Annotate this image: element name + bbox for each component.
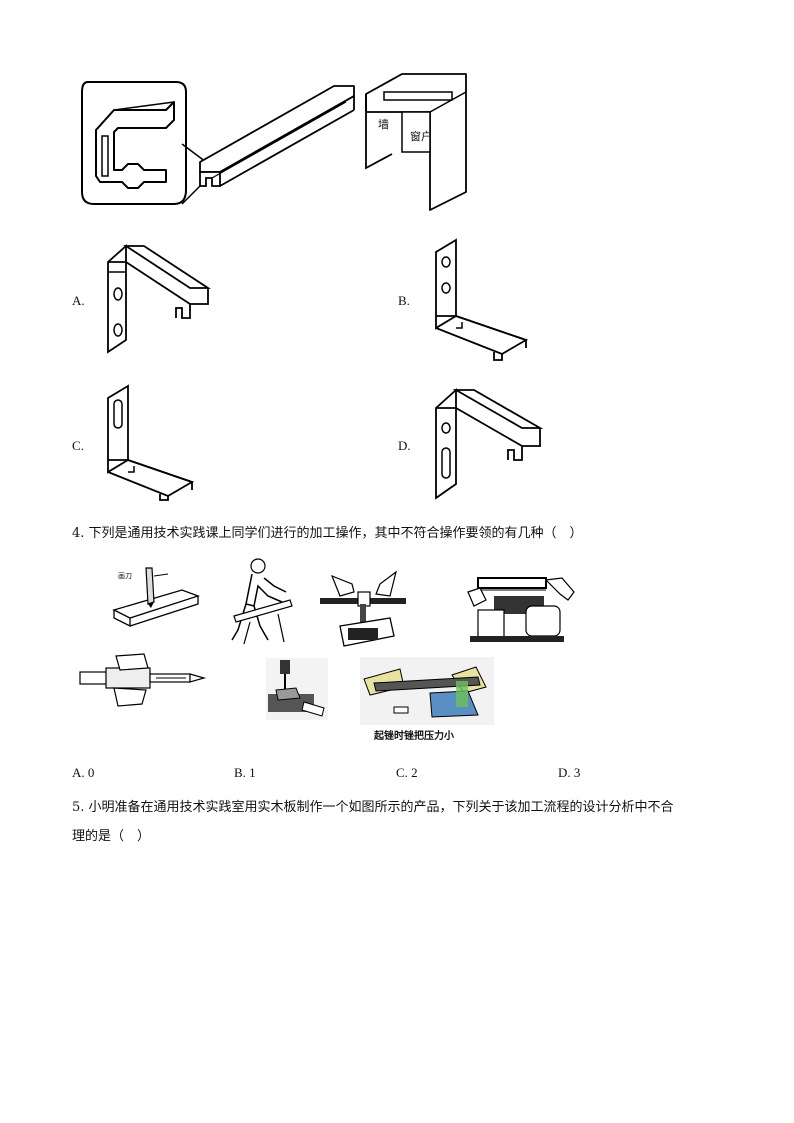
option-d-bracket <box>435 388 544 500</box>
option-b-bracket <box>435 238 529 361</box>
op-drilling-image <box>266 658 328 720</box>
option-a-bracket <box>107 244 212 354</box>
option-a-label: A. <box>72 293 85 308</box>
option-c-bracket <box>107 384 195 501</box>
label-window: 窗户 <box>410 130 432 143</box>
op-file-image <box>360 657 494 725</box>
label-wall: 墙 <box>378 118 389 131</box>
scriber-label: 画刀 <box>118 572 132 580</box>
q4-option-a: A. 0 <box>72 765 95 780</box>
op-filing-hand-image <box>79 653 207 707</box>
q4-option-d: D. 3 <box>558 765 581 780</box>
rail-profile-figure <box>81 81 187 205</box>
op-file-caption: 起锉时锉把压力小 <box>374 731 454 742</box>
op-hacksaw-image <box>467 577 575 642</box>
rail-figure <box>199 85 355 187</box>
q4-option-b: B. 1 <box>234 765 256 780</box>
option-b-label: B. <box>398 293 410 308</box>
option-c-label: C. <box>72 438 84 453</box>
q4-option-c: C. 2 <box>396 765 418 780</box>
window-frame-figure <box>365 73 467 211</box>
option-d-label: D. <box>398 438 411 453</box>
op-sawing-person-image <box>231 558 293 645</box>
op-tapping-image <box>320 570 406 647</box>
q4-stem: 4. 下列是通用技术实践课上同学们进行的加工操作，其中不符合操作要领的有几种（ … <box>72 526 583 541</box>
op-scribing-image <box>112 567 200 628</box>
q5-line-2: 理的是（ ） <box>72 829 151 844</box>
q5-line-1: 5. 小明准备在通用技术实践室用实木板制作一个如图所示的产品，下列关于该加工流程… <box>72 800 674 815</box>
